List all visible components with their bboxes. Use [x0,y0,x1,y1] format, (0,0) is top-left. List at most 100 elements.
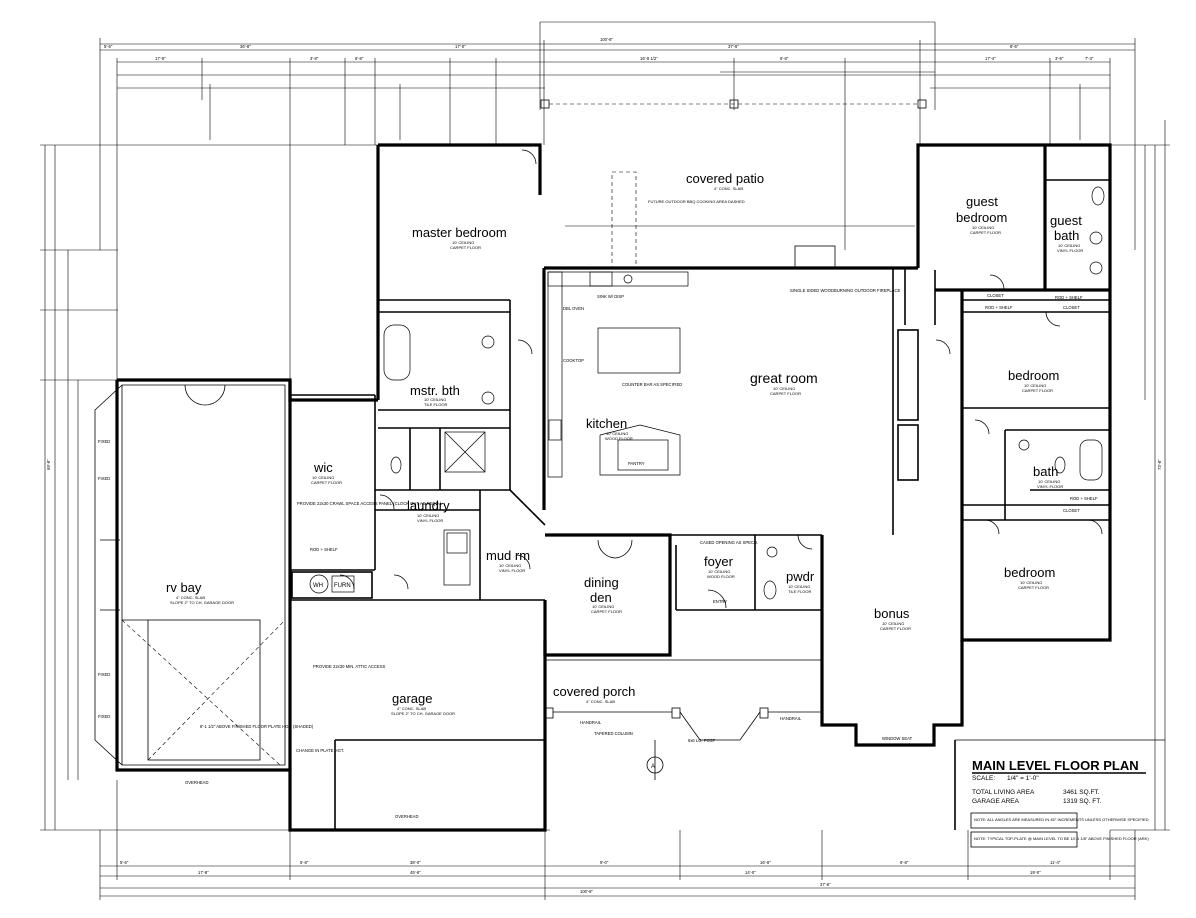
dim-mid-5: 6'-8" [780,56,789,61]
guest-bedroom-ceiling: 10' CEILING [972,225,994,230]
covered-patio-note: FUTURE OUTDOOR BBQ COOKING AREA DASHED [648,199,745,204]
bedroom-1-floor: CARPET FLOOR [1022,388,1053,393]
bonus-floor: CARPET FLOOR [880,626,911,631]
bedroom-2-ceiling: 10' CEILING [1020,580,1042,585]
foyer-floor: WOOD FLOOR [707,574,735,579]
mud-rm-ceiling: 10' CEILING [499,563,521,568]
wh-label: WH [313,583,323,589]
bath-floor: VINYL FLOOR [1037,484,1063,489]
sink-label: SINK W/ DISP [597,294,624,299]
dining-den-ceiling: 10' CEILING [592,604,614,609]
covered-porch-floor: 4" CONC. SLAB [586,699,615,704]
guest-bedroom-name2: bedroom [956,210,1007,225]
handrail-label-1: HANDRAIL [580,720,602,725]
great-room-floor: CARPET FLOOR [770,391,801,396]
dim-bot2-2: 5'-8" [300,860,309,865]
dim-right-overall: 73'-8" [1157,459,1162,470]
wic-ceiling: 10' CEILING [312,475,334,480]
covered-patio-name: covered patio [686,171,764,186]
dim-mid-7: 3'-6" [1055,56,1064,61]
covered-porch-structure [544,659,822,780]
counter-bar-label: COUNTER BAR AS SPECIFIED [622,382,682,387]
master-bedroom-floor: CARPET FLOOR [450,245,481,250]
fixed-label-2: FIXED [98,476,110,481]
note-top-plate: NOTE: TYPICAL TOP-PLATE @ MAIN LEVEL TO … [974,836,1149,841]
bonus-ceiling: 10' CEILING [882,621,904,626]
dim-bot2-7: 11'-4" [1050,860,1061,865]
living-area-label: TOTAL LIVING AREA [972,789,1035,796]
foyer-ceiling: 10' CEILING [708,569,730,574]
note-angles: NOTE: ALL ANGLES ARE MEASURED IN 45° INC… [974,817,1149,822]
rv-bay-name: rv bay [166,580,202,595]
garage-area-label: GARAGE AREA [972,798,1020,805]
kitchen-name: kitchen [586,416,627,431]
dim-top-1: 5'-6" [104,44,113,49]
scale-label: SCALE: [972,775,995,782]
rv-bay-floor: 4" CONC. SLAB [176,595,205,600]
dimension-lines-bottom [99,780,1136,900]
kitchen-fixtures [547,271,689,478]
post-label: 6x6 LG. POST [688,738,716,743]
title-block: MAIN LEVEL FLOOR PLAN SCALE: 1/4" = 1'-0… [954,739,1165,848]
den-name: den [590,590,612,605]
bedroom-2-floor: CARPET FLOOR [1018,585,1049,590]
laundry-floor: VINYL FLOOR [417,518,443,523]
garage-area-value: 1319 SQ. FT. [1063,798,1101,805]
fixed-label-4: FIXED [98,714,110,719]
dim-bot2-6: 6'-8" [900,860,909,865]
dim-bot2-1: 5'-6" [120,860,129,865]
rod-shelf-label-4: ROD + SHELF [310,547,338,552]
bottom-dimension-labels: 17'-8" 45'-8" 14'-0" 37'-6" 19'-0" 5'-6"… [120,860,1061,894]
rv-bay-outline [94,384,286,766]
bath-fixtures [383,186,1105,600]
cased-opening-label: CASED OPENING AS SPECD. [700,540,758,545]
exterior-walls [115,143,1112,832]
mud-rm-name: mud rm [486,548,530,563]
kitchen-ceiling: 10' CEILING [606,431,628,436]
door-swings [184,149,1103,609]
dim-mid-2: 3'-8" [310,56,319,61]
covered-patio-floor: 4" CONC. SLAB [714,186,743,191]
room-labels: master bedroom 10' CEILING CARPET FLOOR … [166,171,1083,716]
covered-porch-name: covered porch [553,684,635,699]
kitchen-floor: WOOD FLOOR [605,436,633,441]
dimension-lines-sides [40,120,1170,831]
fireplace-label: SINGLE SIDED WOODBURNING OUTDOOR FIREPLA… [790,288,900,293]
dim-mid-8: 7'-3" [1085,56,1094,61]
window-seat-label: WINDOW SEAT [882,736,913,741]
rod-shelf-label-1: ROD + SHELF [1055,295,1083,300]
mstr-bth-ceiling: 10' CEILING [424,397,446,402]
overhead-label-rv: OVERHEAD [185,780,209,785]
laundry-name: laundry [407,498,450,513]
dim-bot2-5: 16'-8" [760,860,771,865]
garage-floor: 4" CONC. SLAB [397,706,426,711]
garage-note: SLOPE 2" TO CH. GARAGE DOOR [391,711,455,716]
crawl-note-label: PROVIDE 22x30 CRAWL SPACE ACCESS PANEL (… [297,501,442,506]
fixed-label-1: FIXED [98,439,110,444]
dim-top-3: 17'-0" [455,44,466,49]
closet-label-2: CLOSET [1063,305,1080,310]
dim-top-5: 8'-6" [1010,44,1019,49]
great-room-ceiling: 10' CEILING [773,386,795,391]
dim-overall-bottom: 100'-8" [580,889,594,894]
cooktop-label: COOKTOP [563,358,584,363]
rod-shelf-label-3: ROD + SHELF [1070,496,1098,501]
wh-furn-labels: WH FURN PANTRY COUNTER BAR AS SPECIFIED … [98,288,1098,819]
living-area-value: 3461 SQ.FT. [1063,789,1100,796]
mstr-bth-floor: TILE FLOOR [424,402,447,407]
covered-patio-structure [540,99,927,269]
mstr-bth-name: mstr. bth [410,383,460,398]
dimension-lines-top [99,21,1136,380]
guest-bath-ceiling: 10' CEILING [1058,243,1080,248]
plan-title: MAIN LEVEL FLOOR PLAN [972,758,1139,773]
dim-mid-4: 16'-8 1/2" [640,56,658,61]
attic-access-label: PROVIDE 22x30 MIN. ATTIC ACCESS [313,664,386,669]
great-room-name: great room [750,370,818,386]
scale-value: 1/4" = 1'-0" [1007,775,1039,782]
dim-left-overall: 69'-8" [46,459,51,470]
foyer-name: foyer [704,554,734,569]
pwdr-name: pwdr [786,569,815,584]
dim-mid-6: 17'-4" [985,56,996,61]
master-bedroom-ceiling: 10' CEILING [452,240,474,245]
